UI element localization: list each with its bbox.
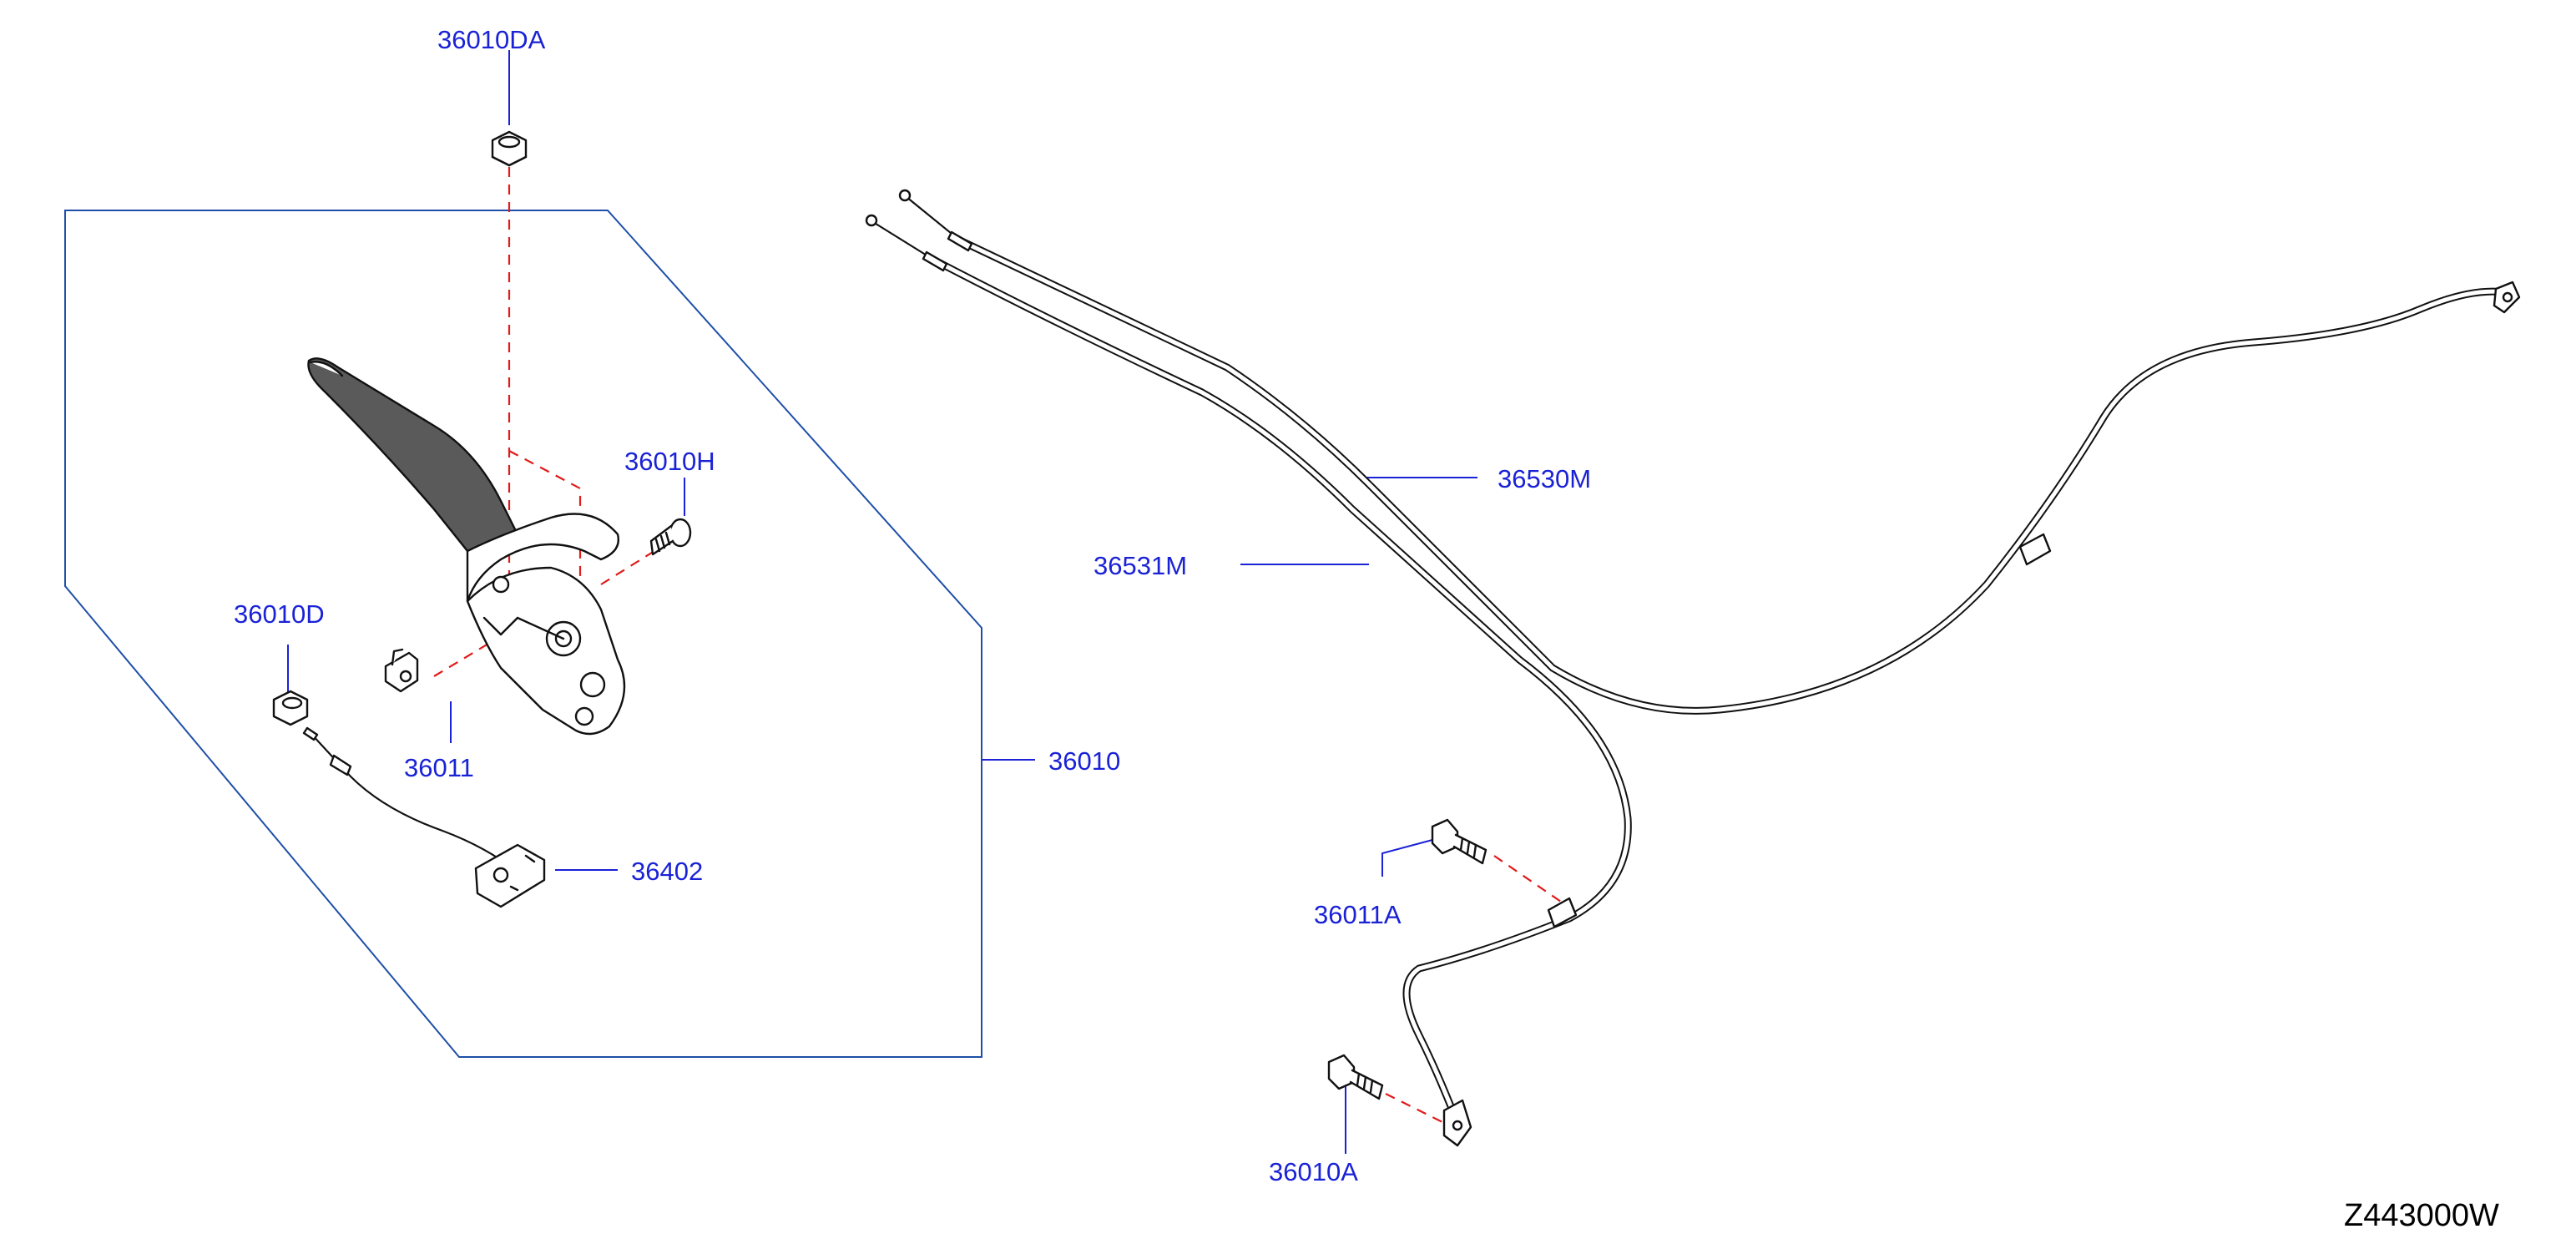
parking-brake-lever (307, 357, 626, 736)
bolt-36010h (649, 518, 692, 556)
callout-36010d: 36010D (234, 599, 325, 629)
nut-36010d (272, 690, 309, 726)
lock-nut-36010da (491, 130, 528, 167)
clip-36011 (384, 648, 419, 693)
switch-36402 (302, 726, 546, 908)
callout-36010: 36010 (1048, 746, 1120, 776)
callout-36402: 36402 (631, 857, 703, 886)
rear-cables (865, 189, 2521, 1147)
bolt-36010a (1327, 1054, 1384, 1100)
callout-36010h: 36010H (624, 447, 715, 476)
callout-36531m: 36531M (1094, 551, 1187, 580)
callout-36530m: 36530M (1498, 464, 1591, 493)
callout-36010a: 36010A (1269, 1157, 1358, 1186)
bolt-36011a (1431, 818, 1488, 865)
callout-36011: 36011 (404, 753, 474, 782)
assembly-boundary-outline (64, 210, 982, 1058)
callout-36011a: 36011A (1314, 900, 1402, 929)
callout-36010da: 36010DA (437, 25, 546, 54)
leader-lines (287, 50, 1477, 1154)
diagram-code: Z443000W (2344, 1198, 2499, 1233)
